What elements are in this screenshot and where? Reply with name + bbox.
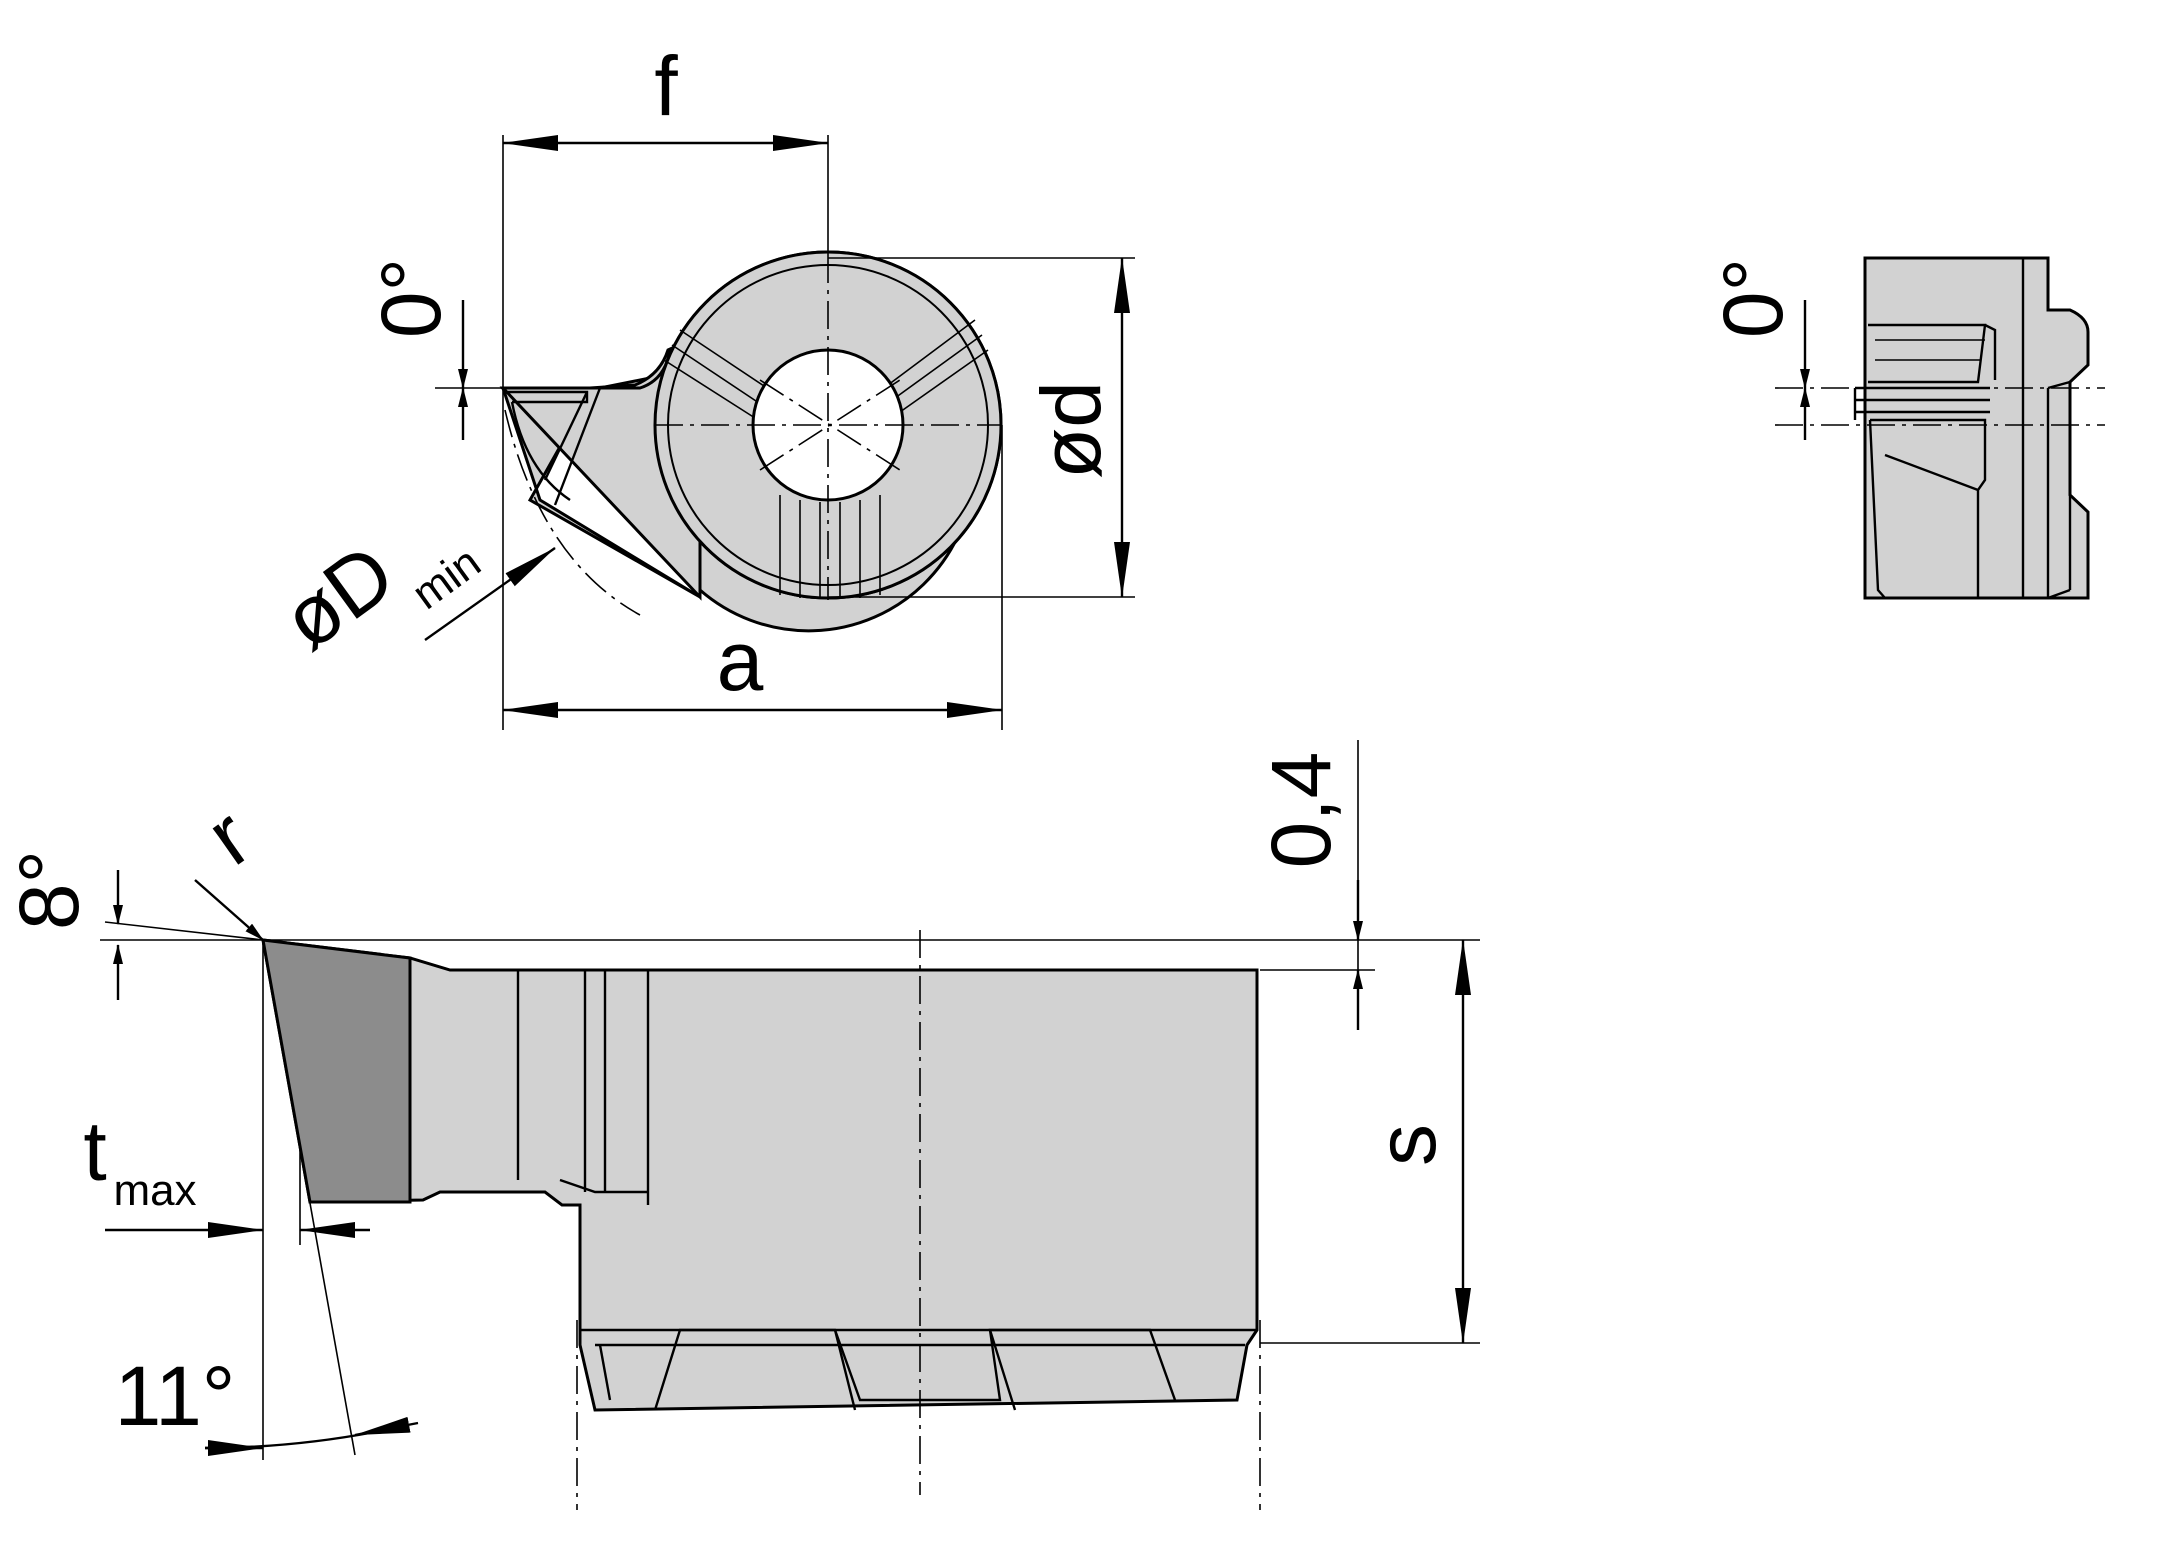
side-view-dimensions: 0°: [1706, 258, 1810, 440]
dim-eleven-deg-label: 11°: [115, 1349, 236, 1443]
dim-zero-four-label: 0,4: [1254, 752, 1348, 869]
dim-tmax-main: t: [83, 1104, 106, 1198]
dim-dmin-sub: min: [403, 538, 489, 619]
top-view: [499, 250, 1003, 633]
bottom-view-cutting-tip: [261, 938, 412, 1204]
dim-d-label: ød: [1024, 381, 1118, 479]
bottom-view-dimensions: 0,4 s 8° r t max 11°: [2, 740, 1480, 1460]
dim-dmin-main: øD: [265, 526, 411, 668]
dim-a-label: a: [717, 614, 764, 708]
dim-eight-deg-label: 8°: [2, 850, 96, 930]
dim-f-label: f: [654, 39, 678, 133]
top-view-flutes: [663, 319, 989, 598]
bottom-view-body: [261, 938, 1259, 1412]
dim-r-label: r: [190, 790, 267, 883]
dim-zero-right-label: 0°: [1706, 258, 1800, 338]
bottom-view: [261, 930, 1261, 1510]
dim-tmax-sub: max: [113, 1166, 196, 1215]
side-view-body: [1863, 256, 2090, 600]
side-view: [1775, 256, 2105, 600]
dim-zero-left-label: 0°: [364, 258, 458, 338]
dim-s-label: s: [1359, 1124, 1453, 1166]
